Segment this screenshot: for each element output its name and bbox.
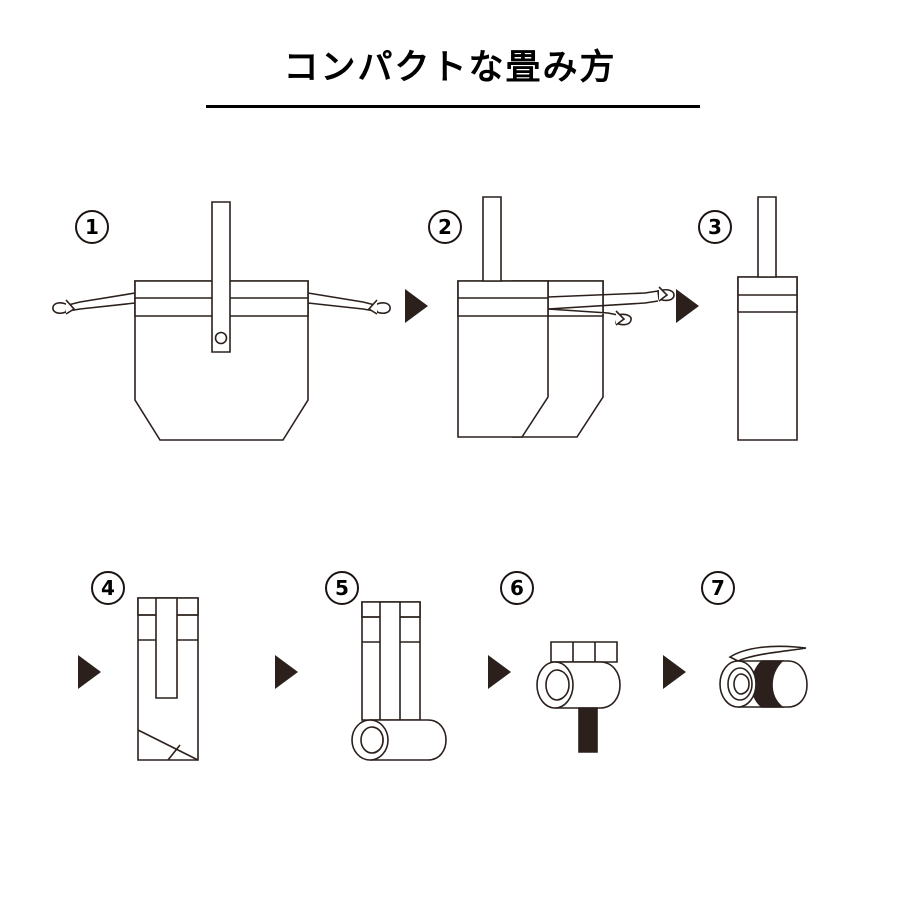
bag-rolled-strapped-illustration xyxy=(710,635,850,745)
step-number-label-6: 6 xyxy=(510,576,524,600)
bag-rolled-with-strap-illustration xyxy=(525,630,665,760)
step-number-badge-4: 4 xyxy=(91,571,125,605)
bag-strap-tucked-illustration xyxy=(120,570,260,790)
step-number-label-1: 1 xyxy=(85,215,99,239)
arrow-step-4-to-5 xyxy=(275,655,298,689)
step-number-label-4: 4 xyxy=(101,576,115,600)
step-number-badge-5: 5 xyxy=(325,571,359,605)
step-number-label-5: 5 xyxy=(335,576,349,600)
step-number-badge-2: 2 xyxy=(428,210,462,244)
step-number-badge-1: 1 xyxy=(75,210,109,244)
bag-sides-folded-illustration xyxy=(440,185,690,465)
arrow-step-3-to-4 xyxy=(78,655,101,689)
arrow-step-1-to-2 xyxy=(405,289,428,323)
step-number-badge-6: 6 xyxy=(500,571,534,605)
step-number-badge-3: 3 xyxy=(698,210,732,244)
page-title-block: コンパクトな畳み方 xyxy=(0,48,900,88)
arrow-step-6-to-7 xyxy=(663,655,686,689)
bag-flat-open-illustration xyxy=(40,185,400,465)
bag-rolling-up-illustration xyxy=(350,570,490,790)
step-number-label-2: 2 xyxy=(438,215,452,239)
step-number-label-3: 3 xyxy=(708,215,722,239)
step-number-label-7: 7 xyxy=(711,576,725,600)
bag-narrow-rectangle-illustration xyxy=(700,185,880,465)
page-title: コンパクトな畳み方 xyxy=(283,48,617,88)
title-underline xyxy=(206,105,700,108)
step-number-badge-7: 7 xyxy=(701,571,735,605)
arrow-step-2-to-3 xyxy=(676,289,699,323)
arrow-step-5-to-6 xyxy=(488,655,511,689)
